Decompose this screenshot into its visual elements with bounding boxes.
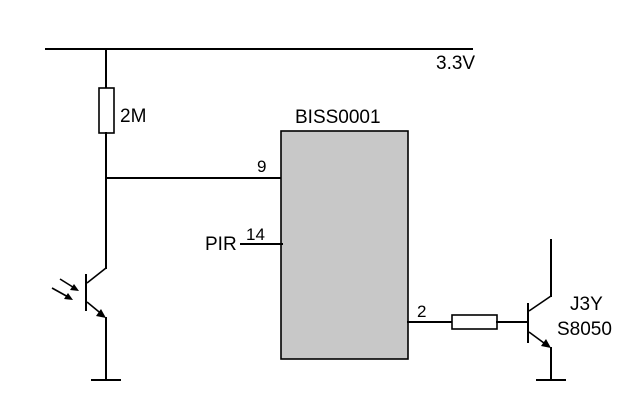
npn-collector xyxy=(528,295,552,312)
phototransistor xyxy=(51,267,107,318)
ic-biss0001 xyxy=(280,130,409,360)
phototransistor-collector xyxy=(86,267,107,284)
pir-label: PIR xyxy=(205,234,237,255)
npn-transistor xyxy=(527,295,552,348)
transistor-label-1: J3Y xyxy=(570,294,603,315)
transistor-label-2: S8050 xyxy=(557,319,612,340)
pin2-label: 2 xyxy=(417,302,426,321)
ic-label: BISS0001 xyxy=(295,107,381,128)
pin14-label: 14 xyxy=(246,225,265,244)
pin9-label: 9 xyxy=(257,157,266,176)
supply-label: 3.3V xyxy=(436,53,475,74)
resistor-output xyxy=(451,314,498,330)
light-arrowhead-2 xyxy=(70,284,79,291)
resistor-2m xyxy=(98,87,115,134)
light-arrowhead-1 xyxy=(64,293,73,300)
resistor-2m-label: 2M xyxy=(120,106,146,127)
phototransistor-emitter-arrow xyxy=(96,309,106,318)
npn-emitter-arrow xyxy=(541,339,551,348)
